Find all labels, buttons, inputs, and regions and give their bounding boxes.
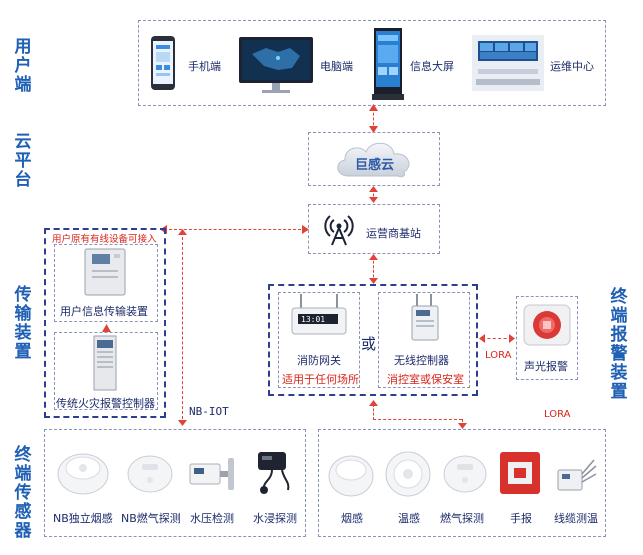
base-station-label: 运营商基站 (366, 227, 421, 240)
phone-icon (151, 36, 175, 90)
connector-base-gateway (373, 256, 374, 282)
nb-sensors-box (44, 429, 306, 537)
arrow-right-icon (302, 225, 309, 234)
arrow-up-icon (369, 104, 378, 111)
water-pressure-sensor-icon (189, 458, 234, 490)
sound-light-alarm-icon (523, 304, 571, 346)
lora-sensor-label: 温感 (398, 512, 420, 525)
wireless-controller-sub: 消控室或保安室 (387, 373, 464, 386)
manual-call-point-icon (500, 452, 540, 494)
cloud-name: 巨感云 (355, 158, 395, 173)
gas-detector-icon (443, 455, 487, 493)
base-station-box (308, 204, 440, 254)
kiosk-screen-icon (372, 28, 404, 100)
ops-label: 运维中心 (550, 60, 594, 73)
connector-base-transmission (164, 229, 306, 230)
gateway-box (268, 284, 478, 396)
section-label-terminal-alarm: 终端报警装置 (610, 287, 628, 402)
fire-alarm-cabinet-icon (93, 335, 117, 391)
cable-temperature-sensor-icon (557, 459, 597, 491)
connector-gateway-lora (373, 404, 374, 420)
transmission-box (44, 228, 166, 418)
fire-gateway-icon: 13:01 (291, 294, 347, 335)
cloud-icon (337, 142, 410, 178)
antenna-icon (324, 215, 354, 246)
connector-gateway-alarm (482, 338, 512, 339)
fire-gateway-sub: 适用于任何场所 (282, 373, 359, 386)
fire-gateway-box (278, 292, 360, 388)
connector-nb-iot (182, 232, 183, 424)
wireless-controller-box (378, 292, 470, 388)
ops-center-icon (472, 35, 544, 91)
section-label-user: 用户端 (14, 37, 32, 95)
arrow-down-icon (369, 197, 378, 203)
lora-sensor-label: 线缆测温 (554, 512, 598, 525)
lora-sensor-label: 燃气探测 (440, 512, 484, 525)
lora-sensors-box (318, 429, 606, 537)
screen-label: 信息大屏 (410, 60, 454, 73)
heat-detector-icon (385, 451, 431, 497)
monitor-icon (239, 37, 313, 93)
arrow-up-icon (369, 186, 378, 192)
phone-label: 手机端 (188, 60, 221, 73)
connector-cloud-base (373, 188, 374, 202)
arrow-up-icon (178, 229, 187, 235)
lora-sensor-label: 手报 (510, 512, 532, 525)
arrow-up-icon (369, 400, 378, 406)
arrow-left-icon (479, 334, 485, 343)
info-transmission-device-box (54, 244, 158, 322)
smoke-detector-icon (57, 453, 109, 495)
gas-detector-icon (127, 455, 173, 493)
nb-sensor-label: NB燃气探测 (121, 512, 181, 525)
arrow-down-icon (369, 126, 378, 133)
lora-side-label: LORA (485, 350, 512, 361)
cloud-box (308, 132, 440, 186)
fire-alarm-controller-box (54, 332, 158, 410)
lora-bottom-label: LORA (544, 409, 571, 420)
transmission-note: 用户原有有线设备可接入 (52, 234, 157, 245)
arrow-down-icon (458, 423, 467, 429)
arrow-down-icon (369, 278, 378, 284)
smoke-detector-icon (328, 455, 374, 497)
nb-sensor-label: NB独立烟感 (53, 512, 113, 525)
transmission-device-icon (84, 248, 126, 296)
arrow-up-icon (102, 324, 111, 332)
alarm-box (516, 296, 578, 380)
section-label-transmission: 传输装置 (14, 285, 32, 362)
or-label: 或 (361, 335, 377, 353)
svg-text:13:01: 13:01 (301, 315, 325, 324)
wireless-controller-name: 无线控制器 (394, 354, 449, 367)
section-label-terminal-sensor: 终端传感器 (14, 445, 32, 541)
user-end-box (138, 20, 606, 106)
water-leak-sensor-icon (258, 452, 290, 494)
pc-label: 电脑端 (320, 60, 353, 73)
connector-lora-horizontal (373, 419, 462, 420)
nb-iot-label: NB-IOT (189, 405, 229, 418)
info-transmission-device-label: 用户信息传输装置 (60, 305, 148, 318)
wireless-controller-icon (411, 294, 439, 341)
lora-sensor-label: 烟感 (341, 512, 363, 525)
alarm-label: 声光报警 (524, 360, 568, 373)
fire-gateway-name: 消防网关 (297, 354, 341, 367)
arrow-down-icon (178, 420, 187, 426)
nb-sensor-label: 水浸探测 (253, 512, 297, 525)
section-label-cloud: 云平台 (14, 132, 32, 190)
arrow-up-icon (369, 254, 378, 260)
arrow-right-icon (509, 334, 515, 343)
connector-user-cloud (373, 108, 374, 130)
fire-alarm-controller-label: 传统火灾报警控制器 (56, 397, 155, 410)
nb-sensor-label: 水压检测 (190, 512, 234, 525)
